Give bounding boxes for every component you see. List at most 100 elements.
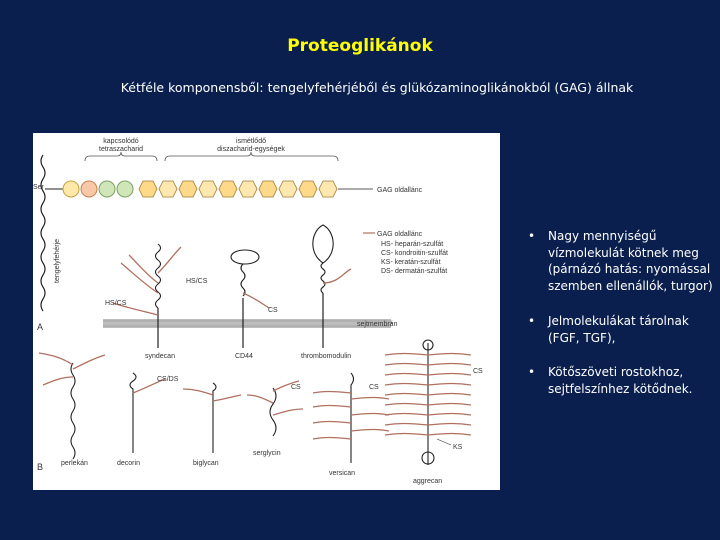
legend-item: KS- keratán-szulfát (381, 259, 441, 266)
serglycin-label: serglycin (253, 450, 281, 457)
bullet-marker: • (528, 228, 535, 245)
gag-chain (313, 406, 351, 408)
disacch-label-2: diszacharid-egységek (217, 146, 285, 153)
gag-chain (385, 424, 428, 426)
disaccharide-hexagon (279, 181, 297, 197)
gag-chain (385, 384, 428, 386)
gag-chain (243, 293, 269, 308)
cs-label: CS (291, 384, 301, 391)
cell-membrane (103, 319, 391, 328)
gag-chain (428, 424, 471, 426)
disacch-brace (165, 152, 338, 161)
panel-a-label: A (37, 322, 43, 332)
gag-chain (129, 255, 158, 283)
gag-chain (351, 414, 389, 416)
disaccharide-hexagon (219, 181, 237, 197)
gag-chain (313, 422, 351, 424)
proteoglycan-figure: kapcsolódó tetraszacharid ismétlődő disz… (33, 133, 500, 490)
disaccharide-hexagon (179, 181, 197, 197)
sugar-circle (63, 181, 79, 197)
gag-chain (428, 394, 471, 396)
disaccharide-hexagon (299, 181, 317, 197)
gag-chain (385, 404, 428, 406)
gag-chain (273, 409, 303, 415)
disaccharide-hexagon (139, 181, 157, 197)
gag-chain (323, 269, 351, 283)
disacch-label-1: ismétlődő (236, 138, 266, 145)
disaccharide-hexagon (199, 181, 217, 197)
slide-title: Proteoglikánok (0, 36, 720, 56)
core-protein-label: tengelyfehérje (54, 239, 61, 283)
versican-label: versican (329, 470, 355, 477)
bullet-item: • Nagy mennyiségű vízmolekulát kötnek me… (528, 228, 714, 294)
gag-chain (351, 398, 389, 400)
gag-chain (385, 354, 428, 356)
cs-label: CS (369, 384, 379, 391)
gag-chain (158, 247, 181, 273)
bullet-list: • Nagy mennyiségű vízmolekulát kötnek me… (528, 228, 714, 416)
bullet-text: Kötőszöveti rostokhoz, sejtfelszínhez kö… (548, 365, 693, 396)
gag-chain (385, 394, 428, 396)
gag-chain (385, 434, 428, 436)
syndecan-coil (156, 244, 161, 308)
disaccharide-hexagon (319, 181, 337, 197)
gag-chain (183, 389, 213, 395)
cd44-label: CD44 (235, 353, 253, 360)
decorin-core (130, 373, 136, 453)
legend-item: CS- kondroitin-szulfát (381, 250, 448, 257)
gag-chain (385, 374, 428, 376)
tetra-label-1: kapcsolódó (103, 138, 139, 145)
bullet-text: Nagy mennyiségű vízmolekulát kötnek meg … (548, 229, 713, 293)
tetra-label-2: tetraszacharid (99, 146, 143, 153)
thrombomodulin-label: thrombomodulin (301, 353, 351, 360)
cs-label: CS (473, 368, 483, 375)
perlecan-label: perlekán (61, 460, 88, 467)
gag-chain (313, 392, 351, 394)
gag-chain (43, 377, 73, 385)
sugar-circle (81, 181, 97, 197)
gag-chain (351, 430, 389, 432)
gag-chain (428, 384, 471, 386)
proteoglycan-diagram: kapcsolódó tetraszacharid ismétlődő disz… (33, 133, 500, 490)
disaccharide-hexagon (159, 181, 177, 197)
bullet-text: Jelmolekulákat tárolnak (FGF, TGF), (548, 314, 689, 345)
gag-chain (428, 404, 471, 406)
thrombomodulin-loop (313, 225, 333, 263)
panel-b-label: B (37, 462, 43, 472)
bullet-marker: • (528, 313, 535, 330)
sugar-circle (117, 181, 133, 197)
legend-item: HS- heparán-szulfát (381, 241, 443, 248)
gag-chain (428, 434, 471, 436)
decorin-label: decorin (117, 460, 140, 467)
ks-label: KS (453, 444, 463, 451)
cs-label: CS (268, 307, 278, 314)
versican-core (351, 373, 354, 463)
ser-label: Ser (33, 184, 45, 191)
gag-chain (73, 355, 105, 369)
gag-chain (428, 414, 471, 416)
aggrecan-label: aggrecan (413, 478, 442, 485)
hs-cs-label: HS/CS (186, 278, 208, 285)
biglycan-label: biglycan (193, 460, 219, 467)
gag-chain (213, 395, 241, 401)
cd44-domain (231, 250, 259, 264)
bullet-item: • Kötőszöveti rostokhoz, sejtfelszínhez … (528, 364, 714, 397)
tetra-brace (85, 152, 157, 161)
sugar-circle (99, 181, 115, 197)
gag-chain (247, 395, 273, 403)
disaccharide-hexagon (259, 181, 277, 197)
serglycin-core (270, 388, 276, 436)
gag-chain (385, 414, 428, 416)
legend-item: DS- dermatán-szulfát (381, 268, 447, 275)
cs-ds-label: CS/DS (157, 376, 179, 383)
syndecan-label: syndecan (145, 353, 175, 360)
gag-chain (428, 374, 471, 376)
gag-chain (313, 438, 351, 440)
gag-chain (428, 354, 471, 356)
bullet-marker: • (528, 364, 535, 381)
gag-chain (428, 364, 471, 366)
core-protein-line (41, 155, 45, 311)
membrane-label: sejtmembrán (357, 321, 398, 328)
gag-chain (385, 364, 428, 366)
slide-subtitle: Kétféle komponensből: tengelyfehérjéből … (0, 80, 720, 95)
